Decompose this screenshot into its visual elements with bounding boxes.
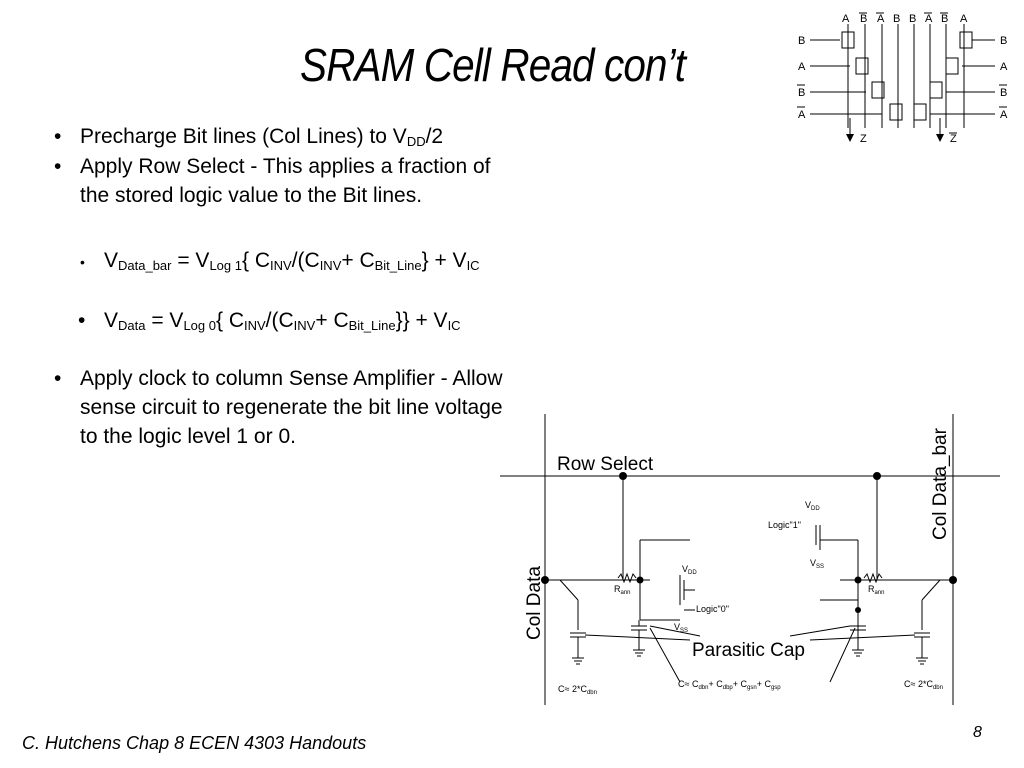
logic0-label: Logic"0"	[696, 604, 729, 614]
gate-top-label: A	[925, 13, 933, 25]
gate-output-label: Z	[950, 133, 957, 145]
svg-text:C≈ 2*Cdbn: C≈ 2*Cdbn	[558, 684, 597, 696]
bullet-dot: •	[54, 155, 62, 178]
resistor-label: R	[868, 584, 875, 594]
gate-right-label: B	[1000, 35, 1007, 47]
sram-read-circuit: Row Select Col Data Col Data_bar Parasit…	[500, 414, 1000, 705]
svg-text:C≈ 2*Cdbn: C≈ 2*Cdbn	[904, 679, 943, 691]
gate-right-label: A	[1000, 61, 1008, 73]
equation-vdata-bar: • VData_bar = VLog 1{ CINV/(CINV+ CBit_L…	[80, 246, 480, 280]
page-number: 8	[973, 724, 982, 741]
parasitic-cap-label: Parasitic Cap	[692, 640, 805, 661]
svg-text:Rann: Rann	[868, 584, 885, 596]
gate-top-label: A	[960, 13, 968, 25]
svg-text:VDD: VDD	[682, 564, 697, 576]
gate-left-label: A	[798, 61, 806, 73]
bullet-sense-amp: • Apply clock to column Sense Amplifier …	[54, 364, 503, 451]
gate-top-label: B	[860, 13, 867, 25]
col-data-bar-label: Col Data_bar	[930, 427, 951, 540]
cap-left-label: C≈ 2*C	[558, 684, 587, 694]
slide-title: SRAM Cell Read con’t	[300, 39, 686, 91]
gate-top-label: B	[909, 13, 916, 25]
bullet-dot: •	[54, 367, 62, 390]
equation-vdata: • VData = VLog 0{ CINV/(CINV+ CBit_Line}…	[78, 306, 461, 340]
svg-text:VDD: VDD	[805, 500, 820, 512]
vdd-label: V	[805, 500, 811, 510]
bullet-dot: •	[78, 309, 86, 332]
bullet-precharge: • Precharge Bit lines (Col Lines) to VDD…	[54, 122, 443, 156]
gate-right-label: B	[1000, 87, 1007, 99]
gate-output-label: Z	[860, 133, 867, 145]
cap-right-label: C≈ 2*C	[904, 679, 933, 689]
gate-top-label: B	[893, 13, 900, 25]
gate-top-label: A	[877, 13, 885, 25]
bullet-dot: •	[54, 125, 62, 148]
gate-top-label: B	[941, 13, 948, 25]
col-data-label: Col Data	[524, 566, 545, 640]
bullet-row-select: • Apply Row Select - This applies a frac…	[54, 152, 490, 210]
resistor-label: R	[614, 584, 621, 594]
vss-label: V	[810, 558, 816, 568]
cmos-gate-diagram: A B A B B A B A B A B A B A B A Z Z	[797, 12, 1008, 145]
footer-text: C. Hutchens Chap 8 ECEN 4303 Handouts	[22, 733, 367, 753]
gate-left-label: A	[798, 109, 806, 121]
svg-text:VSS: VSS	[674, 622, 688, 634]
svg-text:VSS: VSS	[810, 558, 824, 570]
gate-right-label: A	[1000, 109, 1008, 121]
gate-left-label: B	[798, 87, 805, 99]
row-select-label: Row Select	[557, 454, 654, 475]
cap-mid-label: C≈ Cdbn+ Cdbp+ Cgsn+ Cgsp	[678, 679, 781, 691]
gate-left-label: B	[798, 35, 805, 47]
vdd-label: V	[682, 564, 688, 574]
vss-label: V	[674, 622, 680, 632]
svg-text:Rann: Rann	[614, 584, 631, 596]
gate-top-label: A	[842, 13, 850, 25]
logic1-label: Logic"1"	[768, 520, 801, 530]
bullet-dot: •	[80, 254, 85, 270]
